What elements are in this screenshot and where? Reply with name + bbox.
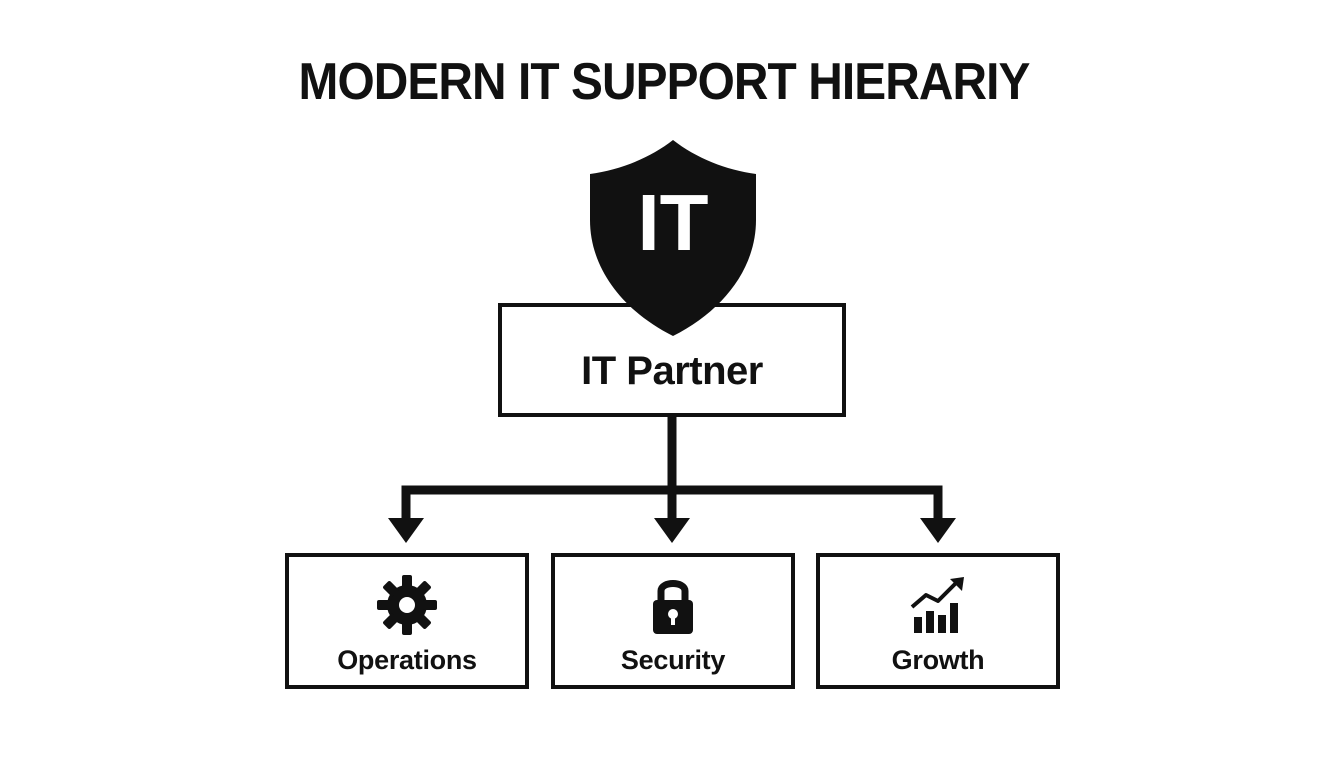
growth-node: Growth xyxy=(816,553,1060,689)
gear-icon xyxy=(377,575,437,635)
diagram-title: MODERN IT SUPPORT HIERARIY xyxy=(298,53,1031,111)
security-node: Security xyxy=(551,553,795,689)
growth-label: Growth xyxy=(891,645,985,675)
shield-label: IT xyxy=(637,178,709,267)
operations-node: Operations xyxy=(285,553,529,689)
shield-icon xyxy=(590,140,756,336)
arrow-growth xyxy=(920,518,956,543)
growth-chart-icon xyxy=(910,577,964,633)
it-partner-label: IT Partner xyxy=(581,349,763,393)
padlock-icon xyxy=(653,580,693,634)
security-label: Security xyxy=(620,645,726,675)
arrow-security xyxy=(654,518,690,543)
it-partner-node: IT Partner xyxy=(498,303,846,417)
arrow-operations xyxy=(388,518,424,543)
operations-label: Operations xyxy=(337,645,477,675)
